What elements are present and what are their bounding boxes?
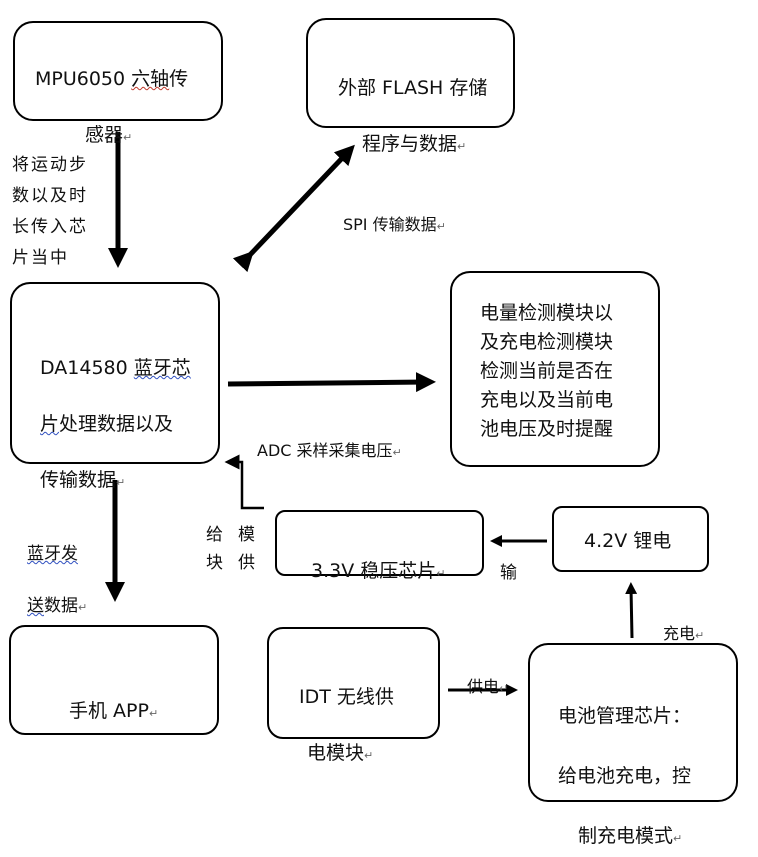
external-flash-box: 外部 FLASH 存储 程序与数据↵ xyxy=(306,18,515,155)
motion-data-label: 将运动步 数以及时 长传入芯 片当中 xyxy=(12,155,88,268)
idt-wireless-power-label: IDT 无线供 电模块↵ xyxy=(299,686,394,764)
da14580-label: DA14580 蓝牙芯 片处理数据以及 传输数据↵ xyxy=(40,357,191,491)
mpu6050-sensor-box: MPU6050 六轴传 感器↵ xyxy=(13,21,223,146)
idt-wireless-power-box: IDT 无线供 电模块↵ xyxy=(267,627,440,764)
arrow-spi-bidirectional xyxy=(232,144,355,273)
charge-label: 充电↵ xyxy=(663,624,705,643)
phone-app-box: 手机 APP↵ xyxy=(9,625,219,735)
mpu6050-sensor-label: MPU6050 六轴传 感器↵ xyxy=(35,68,189,146)
li-battery-label: 4.2V 锂电 xyxy=(584,530,672,552)
spi-label: SPI 传输数据↵ xyxy=(343,215,446,234)
battery-management-box: 电池管理芯片： 给电池充电，控 制充电模式↵ xyxy=(528,643,738,847)
phone-app-label: 手机 APP↵ xyxy=(69,700,159,722)
battery-management-label: 电池管理芯片： 给电池充电，控 制充电模式↵ xyxy=(558,705,692,847)
power-supply-label: 供电↵ xyxy=(467,677,509,696)
supply-label-col2: 模 供 xyxy=(238,525,255,573)
bluetooth-send-label: 蓝牙发 送数据↵ xyxy=(27,544,88,616)
regulator-box: 3.3V 稳压芯片↵ xyxy=(275,510,484,582)
supply-label-col1: 给 块 xyxy=(206,525,223,573)
li-battery-box: 4.2V 锂电 xyxy=(552,506,709,572)
battery-detection-label: 电量检测模块以 及充电检测模块 检测当前是否在 充电以及当前电 池电压及时提醒 xyxy=(480,302,614,440)
external-flash-label: 外部 FLASH 存储 程序与数据↵ xyxy=(338,77,488,155)
battery-detection-box: 电量检测模块以 及充电检测模块 检测当前是否在 充电以及当前电 池电压及时提醒 xyxy=(450,271,660,467)
arrow-bms-to-li xyxy=(625,582,638,639)
arrow-supply-to-da xyxy=(224,454,264,510)
da14580-bluetooth-chip-box: DA14580 蓝牙芯 片处理数据以及 传输数据↵ xyxy=(10,282,220,491)
arrow-adc xyxy=(227,372,436,393)
adc-label: ADC 采样采集电压↵ xyxy=(257,441,402,460)
regulator-label: 3.3V 稳压芯片↵ xyxy=(311,560,446,582)
output-label: 输 xyxy=(500,563,517,583)
